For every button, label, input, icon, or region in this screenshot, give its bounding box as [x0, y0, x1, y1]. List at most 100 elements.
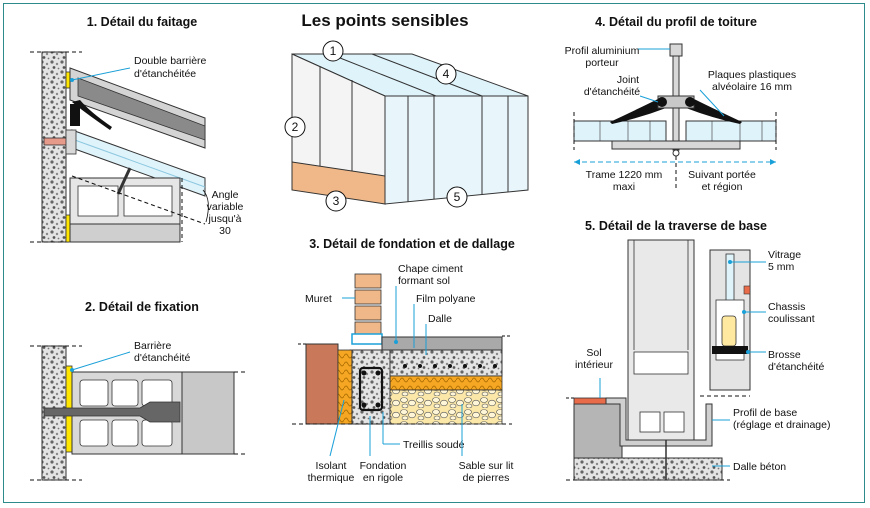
leader-line: [71, 351, 131, 371]
label-isolant-2: thermique: [308, 472, 355, 484]
label-muret: Muret: [305, 293, 332, 305]
brosse-etancheite: [712, 346, 748, 354]
leader-dot: [746, 350, 750, 354]
dim-arrow: [770, 159, 776, 165]
revetement-sol: [573, 397, 607, 405]
label-brosse-1: Brosse: [768, 349, 801, 361]
ridge-frame-cell: [123, 185, 173, 217]
fixing-bolt: [43, 401, 181, 423]
label-angle: Angle: [212, 189, 239, 201]
section-traverse: 5. Détail de la traverse de base Vitrage…: [566, 219, 830, 481]
treillis-dots: [403, 364, 497, 368]
montant-cell: [639, 411, 661, 433]
marker-5-text: 5: [454, 190, 461, 204]
label-plaques-1: Plaques plastiques: [708, 69, 796, 81]
label-joint-1: Joint: [617, 74, 639, 86]
profile-cell: [79, 379, 109, 407]
rebar-dot: [361, 402, 367, 408]
label-sol-2: intérieur: [575, 359, 613, 371]
section-faitage: 1. Détail du faitage Double barrière: [30, 15, 244, 243]
fondation-title: 3. Détail de fondation et de dallage: [309, 237, 515, 251]
label-chape-1: Chape ciment: [398, 263, 463, 275]
profil-screw: [672, 149, 680, 157]
marker-3-text: 3: [333, 194, 340, 208]
brick: [354, 273, 382, 289]
leader-dot: [728, 260, 732, 264]
label-film: Film polyane: [416, 293, 476, 305]
label-etancheite: d'étanchéité: [134, 352, 190, 364]
roof-rafter: [371, 53, 483, 97]
label-chassis-2: coulissant: [768, 313, 815, 325]
fixation-title: 2. Détail de fixation: [85, 300, 199, 314]
leader-dot: [742, 310, 746, 314]
label-profil-1: Profil aluminium: [565, 45, 640, 57]
label-suivant-1: Suivant portée: [688, 169, 756, 181]
black-seal: [70, 104, 80, 126]
section-profil: 4. Détail du profil de toiture Profil al: [565, 15, 796, 193]
label-profil-2: porteur: [585, 57, 619, 69]
dim-arrow: [574, 159, 580, 165]
label-dalle-beton: Dalle béton: [733, 461, 786, 473]
ridge-bracket: [65, 129, 77, 155]
muret-exterieur: [305, 343, 339, 425]
overview-front: [384, 95, 529, 205]
ridge-frame-cell: [77, 185, 119, 217]
rebar-dot: [375, 370, 381, 376]
brick: [354, 289, 382, 305]
label-sable-2: de pierres: [463, 472, 510, 484]
label-profil-base-1: Profil de base: [733, 407, 797, 419]
section-fondation: 3. Détail de fondation et de dallage: [292, 237, 515, 484]
label-dalle: Dalle: [428, 313, 452, 325]
label-fondation-1: Fondation: [360, 460, 407, 472]
profile-cell: [111, 379, 139, 407]
montant-cell: [633, 351, 689, 375]
plaque-gauche: [573, 120, 667, 142]
label-treillis: Treillis soudé: [403, 439, 465, 451]
label-barriere: Barrière: [134, 340, 172, 352]
marker-3: [325, 190, 347, 212]
ridge-base: [69, 223, 181, 243]
label-fondation-2: en rigole: [363, 472, 403, 484]
label-variable: variable: [207, 201, 244, 213]
dalle-beton: [573, 457, 723, 481]
joint-dot: [685, 97, 695, 107]
marker-1-text: 1: [330, 44, 337, 58]
marker-4-text: 4: [443, 67, 450, 81]
profile-cell: [79, 419, 109, 447]
montant-cell: [663, 411, 685, 433]
isolant-vertical: [337, 349, 353, 425]
joint-dot: [657, 97, 667, 107]
label-chape-2: formant sol: [398, 275, 450, 287]
joint-gauche: [610, 96, 666, 124]
marker-5: [446, 186, 468, 208]
label-double-barriere: Double barrière: [134, 55, 207, 67]
rod: [116, 167, 132, 195]
angle-arc: [202, 189, 209, 223]
chape-ciment: [381, 336, 503, 351]
section-overview: 1 2 3 4 5: [284, 40, 529, 212]
label-etancheitee: d'étanchéitée: [134, 68, 196, 80]
faitage-title: 1. Détail du faitage: [87, 15, 197, 29]
sol-interieur: [573, 403, 623, 459]
marker-2-text: 2: [292, 120, 299, 134]
fondation-rigole: [351, 349, 391, 425]
angle-line: [71, 175, 206, 225]
label-plaques-2: alvéolaire 16 mm: [712, 81, 792, 93]
plaque-droite: [685, 120, 777, 142]
roof-rafter: [329, 53, 437, 97]
joint-droite: [686, 96, 742, 124]
leader-line: [699, 89, 725, 117]
glass-line: [71, 138, 206, 188]
profile-cell: [111, 419, 139, 447]
profil-de-base: [605, 397, 713, 447]
leader-line: [639, 95, 659, 103]
label-jusqua: jusqu'à: [208, 213, 242, 225]
label-profil-base-2: (réglage et drainage): [733, 419, 830, 431]
sable-pierres: [389, 389, 503, 425]
profil-title: 4. Détail du profil de toiture: [595, 15, 757, 29]
joint-rouge: [743, 285, 751, 295]
profil-base: [611, 140, 741, 150]
roulette: [721, 315, 737, 347]
label-isolant-1: Isolant: [316, 460, 347, 472]
